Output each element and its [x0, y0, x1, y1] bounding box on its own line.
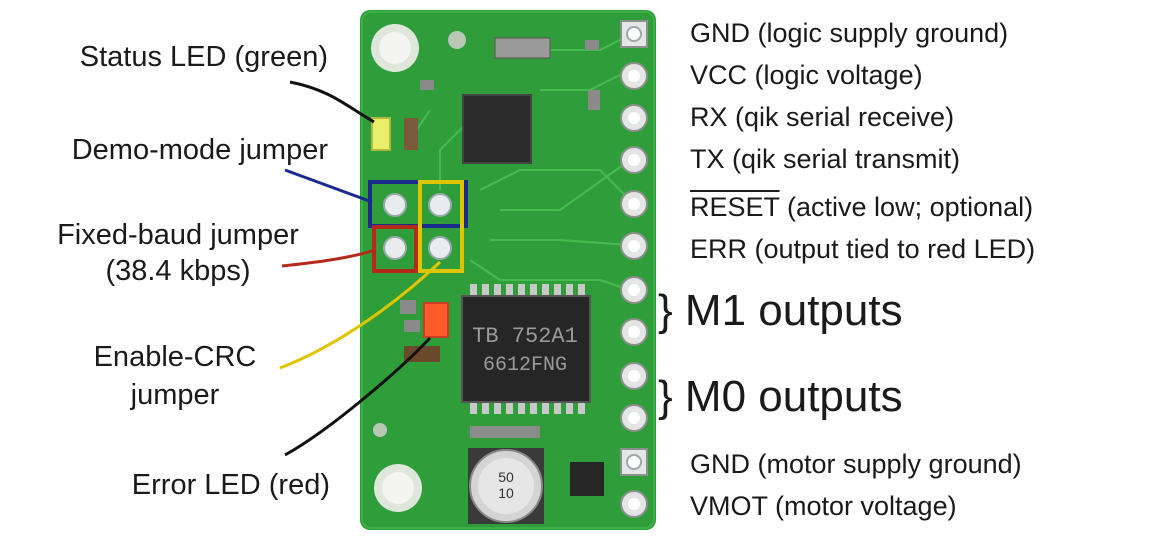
pin-label-gnd-logic: GND (logic supply ground): [690, 18, 1009, 48]
pin-label-vmot: VMOT (motor voltage): [690, 491, 957, 521]
mosfet-chip: [570, 462, 604, 496]
label-m0-outputs: } M0 outputs: [658, 372, 903, 421]
capacitor-marking-2: 10: [498, 485, 514, 501]
pin-label-rx: RX (qik serial receive): [690, 102, 955, 132]
callout-line-fixed-baud: [281, 248, 376, 268]
label-enable-crc: Enable-CRC: [93, 341, 257, 373]
label-demo-mode-jumper: Demo-mode jumper: [71, 134, 328, 166]
smd-resistor: [470, 426, 540, 438]
smd-resistor: [404, 118, 418, 150]
pcb-traces: [409, 34, 631, 291]
label-m1-outputs: } M1 outputs: [658, 286, 903, 335]
smd-resistor: [585, 40, 599, 50]
callout-line-enable-crc: [279, 260, 442, 370]
mounting-hole-bottom: [374, 464, 422, 512]
driver-chip-marking-1: TB 752A1: [472, 324, 578, 349]
error-led: [423, 302, 449, 338]
via: [448, 31, 466, 49]
smd-resistor: [404, 346, 440, 362]
mounting-hole-top: [371, 24, 419, 72]
pin-label-err: ERR (output tied to red LED): [690, 234, 1036, 264]
label-fixed-baud-rate: (38.4 kbps): [105, 255, 251, 287]
reset-signal-desc: (active low; optional): [779, 192, 1034, 222]
enable-crc-jumper-box: [418, 180, 464, 273]
crystal-component: [494, 37, 551, 59]
pin-label-vcc: VCC (logic voltage): [690, 60, 923, 90]
label-status-led: Status LED (green): [79, 41, 328, 73]
pcb-board-shade: [361, 11, 655, 529]
pin-label-tx: TX (qik serial transmit): [690, 144, 961, 174]
smd-resistor: [400, 300, 416, 314]
pin-label-gnd-motor: GND (motor supply ground): [690, 449, 1022, 479]
header-pins: [620, 20, 648, 518]
label-enable-crc-jumper: jumper: [130, 379, 220, 411]
capacitor-marking-1: 50: [498, 469, 514, 485]
status-led: [371, 117, 391, 151]
electrolytic-capacitor: [468, 448, 544, 524]
callout-line-error-led: [284, 336, 432, 457]
callout-line-demo-mode: [284, 168, 373, 204]
smd-resistor: [420, 80, 434, 90]
label-fixed-baud-jumper: Fixed-baud jumper: [57, 219, 299, 251]
callout-line-status-led: [289, 80, 375, 124]
label-error-led: Error LED (red): [131, 469, 330, 501]
driver-chip-marking-2: 6612FNG: [483, 354, 567, 377]
pin-label-reset: RESET (active low; optional): [690, 191, 1033, 223]
smd-resistor: [404, 320, 420, 332]
microcontroller-chip: [462, 94, 532, 164]
reset-signal-name: RESET: [690, 192, 780, 222]
via: [373, 423, 387, 437]
jumper-pads: [383, 193, 452, 260]
motor-driver-chip: [461, 284, 591, 414]
smd-resistor: [588, 90, 600, 110]
